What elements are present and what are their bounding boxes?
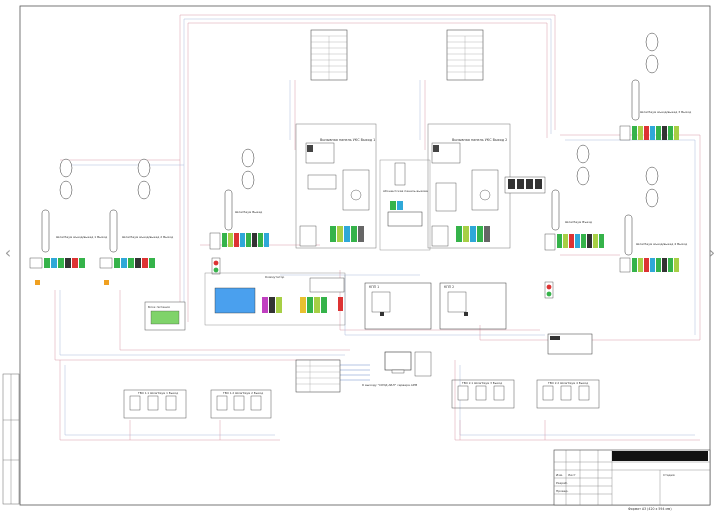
- fire-r3-label: Шлагбаум Въезд: [565, 220, 592, 224]
- subsystem-right: Вызывная панель УКС Выход 2: [427, 123, 546, 249]
- sheet-frame: [19, 5, 711, 506]
- sub-right-title: Вызывная панель УКС Выход 2: [452, 138, 507, 142]
- subsystem-left: Вызывная панель УКС Выход 1: [295, 123, 377, 249]
- cylinders-right: [576, 32, 659, 208]
- relay-block: [547, 333, 593, 355]
- stamp-developed: Разраб.: [556, 481, 568, 485]
- fire-l3-label: Шлагбаум Выезд: [235, 210, 262, 214]
- pad-l2: ТВО 1.2 Шлагбаум 2 Выход: [210, 389, 272, 419]
- fire-l1-label: Шлагбаум въезд/выезд 1 Выход: [56, 235, 107, 239]
- power-block: Блок питания: [144, 301, 186, 331]
- prev-arrow-icon[interactable]: ‹: [4, 243, 12, 262]
- cabinet-right: [446, 29, 484, 81]
- kpp2-label: КПП 2: [444, 285, 454, 289]
- traffic-light-left: [211, 257, 221, 275]
- barrier-left-2: Шлагбаум въезд/выезд 2 Выход: [99, 209, 173, 285]
- traffic-light-right: [544, 281, 554, 299]
- stamp-sheet: Лист: [568, 473, 576, 477]
- title-block: Изм. Лист Разраб. Провер. Стадия: [553, 449, 711, 506]
- pad-l1-label: ТВО 1.1 Шлагбаум 1 Выход: [137, 391, 178, 395]
- network-table: [295, 359, 341, 393]
- note-label: К выходу "СКУД АБЛ" сервера АРМ: [362, 383, 418, 387]
- barrier-left-3: Шлагбаум Выезд: [209, 189, 269, 250]
- kpp-1: КПП 1: [364, 282, 432, 330]
- stamp-stage: Стадия: [663, 473, 675, 477]
- stamp-checked: Провер.: [556, 489, 569, 493]
- barrier-right-2: Шлагбаум въезд/выезд 4 Выход: [619, 214, 687, 273]
- sub-left-title: Вызывная панель УКС Выход 1: [320, 138, 375, 142]
- barrier-right-1: Шлагбаум въезд/выезд 3 Выход: [619, 79, 691, 141]
- pad-l2-label: ТВО 1.2 Шлагбаум 2 Выход: [222, 391, 263, 395]
- pad-r1: ТВО 2.1 Шлагбаум 3 Выход: [451, 379, 515, 409]
- stamp-changes: Изм.: [556, 473, 563, 477]
- cylinders-left: [59, 148, 255, 200]
- pad-r2-label: ТВО 2.2 Шлагбаум 4 Выход: [547, 381, 588, 385]
- barrier-left-1: Шлагбаум въезд/выезд 1 Выход: [29, 209, 107, 285]
- power-label: Блок питания: [148, 305, 170, 309]
- switch-label: Коммутатор: [265, 275, 284, 279]
- fire-l2-label: Шлагбаум въезд/выезд 2 Выход: [122, 235, 173, 239]
- format-note: Формат А3 (420 х 594 мм): [628, 507, 672, 511]
- fire-r2-label: Шлагбаум въезд/выезд 4 Выход: [636, 242, 687, 246]
- kpp-2: КПП 2: [439, 282, 507, 330]
- pad-r2: ТВО 2.2 Шлагбаум 4 Выход: [536, 379, 600, 409]
- center-unit: Абонентская панель вызова: [379, 159, 431, 251]
- kpp1-label: КПП 1: [369, 285, 379, 289]
- left-binding-strip: [2, 373, 20, 505]
- pad-l1: ТВО 1.1 Шлагбаум 1 Выход: [123, 389, 187, 419]
- cabinet-left: [310, 29, 348, 81]
- switch-block: Коммутатор: [204, 272, 346, 326]
- workstation: К выходу "СКУД АБЛ" сервера АРМ: [362, 351, 432, 387]
- next-arrow-icon[interactable]: ›: [708, 243, 716, 262]
- barrier-right-3: Шлагбаум Въезд: [544, 189, 604, 251]
- center-unit-label: Абонентская панель вызова: [383, 189, 428, 193]
- fire-r1-label: Шлагбаум въезд/выезд 3 Выход: [640, 110, 691, 114]
- pad-r1-label: ТВО 2.1 Шлагбаум 3 Выход: [461, 381, 502, 385]
